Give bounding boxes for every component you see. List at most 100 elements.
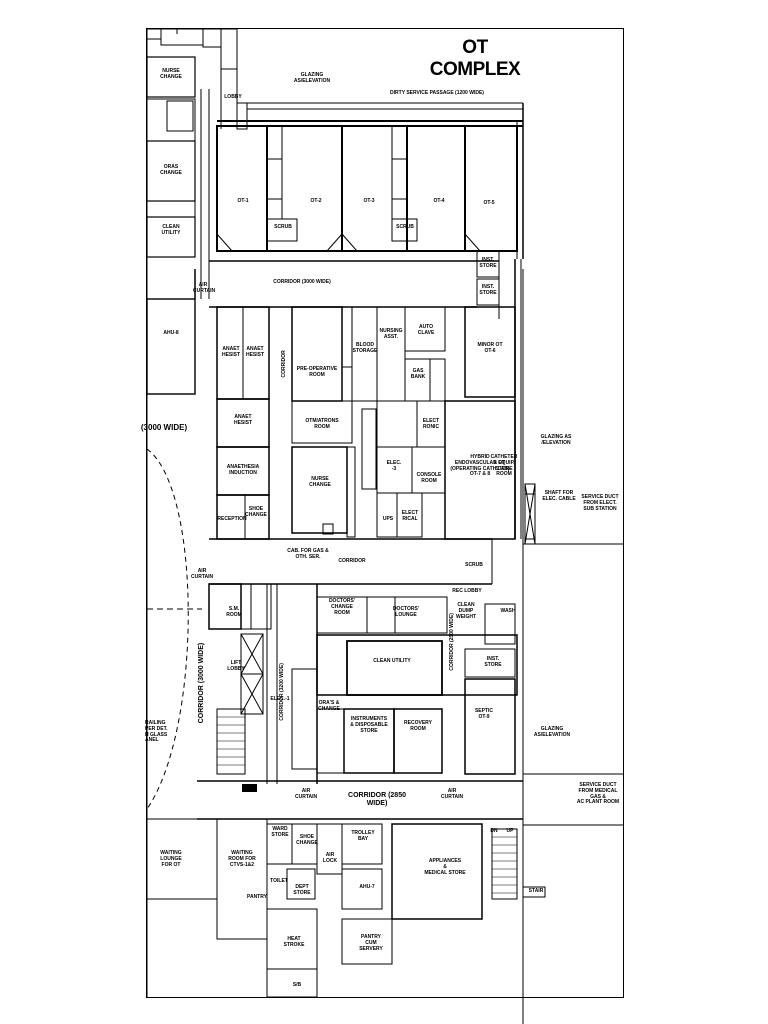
label-dirty-passage: DIRTY SERVICE PASSAGE (1200 WIDE) [390,90,484,96]
label-corridor-vert-1: CORRIDOR [281,350,288,378]
room-outline [376,400,418,448]
label-glazing-right: GLAZING AS /ELEVATION [540,434,572,446]
room-outline [341,918,393,965]
label-corridor-2850: CORRIDOR (2850 WIDE) [348,792,406,808]
label-anaesthesia-1: ANAET HESIST [221,346,241,358]
label-inst-store-2: INST. STORE [479,284,497,296]
label-instruments-store: INSTRUMENTS & DISPOSABLE STORE [350,716,388,734]
room-outline [341,823,383,865]
wall [341,233,358,252]
label-elec-3: ELEC. -3 [386,460,402,472]
label-stair: STAIR [528,888,544,894]
room-outline [376,306,406,402]
room-outline [391,218,418,242]
label-pre-op: PRE-OPERATIVE ROOM [296,366,338,378]
room-outline [146,98,196,142]
label-console-room: CONSOLE ROOM [416,472,442,484]
room-outline [146,28,162,40]
room-outline [266,158,283,200]
label-dept-store: DEPT STORE [293,884,311,896]
label-nurse-change-top: NURSE CHANGE [160,68,182,80]
label-scrub-2: SCRUB [396,224,414,230]
label-clean-utility: CLEAN UTILITY [373,658,411,664]
room-outline [396,492,423,538]
room-outline [464,678,516,775]
label-ot1: OT-1 [237,198,249,204]
page-title: OT COMPLEX [429,37,521,80]
label-sm-room: S.M. ROOM [226,606,242,618]
room-outline [286,868,316,900]
label-toilet: TOILET [270,878,288,884]
label-gas-bank: GAS BANK [410,368,426,380]
label-auto-clave: AUTO CLAVE [417,324,435,336]
label-appliances-store: APPLIANCES & MEDICAL STORE [424,858,466,876]
label-air-curtain-4: AIR CURTAIN [441,788,464,800]
label-railing: RAILING PER DET. H GLASS ANEL [145,720,168,744]
label-pantry-cum-servery: PANTRY CUM SERVERY [359,934,383,952]
label-elec-1: ELEC.-1 [270,696,290,702]
label-air-curtain-1: AIR CURTAIN [193,282,216,294]
label-waiting-lounge: WAITING LOUNGE FOR OT [160,850,182,868]
label-inst-store-1: INST. STORE [479,257,497,269]
room-outline [266,218,298,242]
room-outline [291,306,343,402]
curved-boundary [146,448,189,810]
label-minor-ot: MINOR OT OT-6 [477,342,503,354]
label-trolley-bay: TROLLEY BAY [351,830,375,842]
room-outline [394,596,448,634]
room-outline [411,446,446,494]
room-outline [484,603,516,645]
label-wash: WASH [500,608,516,614]
label-corridor-2500-vert: CORRIDOR (2500 WIDE) [449,613,456,671]
room-outline [361,408,377,490]
label-blood-storage: BLOOD STORAGE [352,342,378,354]
clean-utility-outline [346,640,443,696]
label-shoe-change-2: SHOE CHANGE [296,834,318,846]
room-outline [266,968,318,998]
room-outline [291,446,348,534]
label-nursing-asst: NURSING ASST. [379,328,403,340]
drawing-sheet: OT COMPLEX GLAZING AS/ELEVATION DIRTY SE… [141,28,624,1024]
label-service-duct-2: SERVICE DUCT FROM MEDICAL GAS & AC PLANT… [576,782,620,806]
wall [240,633,264,675]
label-ahu8: AHU-8 [163,330,179,336]
label-lift-lobby: LIFT LOBBY [227,660,245,672]
room-outline [391,158,408,200]
room-outline [464,306,516,398]
label-scrub-1: SCRUB [274,224,292,230]
room-outline [316,708,345,774]
room-outline [146,216,196,258]
label-electrical: ELECT RICAL [401,510,419,522]
stair [491,828,518,900]
label-corridor-3000-left: (3000 WIDE) [140,423,188,432]
label-septic-ot: SEPTIC OT-9 [474,708,494,720]
label-inst-store-3: INST. STORE [484,656,502,668]
room-outline [393,708,443,774]
room-outline [464,648,516,678]
label-ups: UPS [382,516,394,522]
label-air-curtain-2: AIR CURTAIN [191,568,214,580]
label-ward-store: WARD STORE [271,826,289,838]
label-doctors-change: DOCTORS' CHANGE ROOM [328,598,356,616]
label-reception: RECEPTION [217,516,247,522]
label-dn: DN [490,828,498,834]
label-anaesthesia-2: ANAET HESIST [245,346,265,358]
label-oras-change: ORAS CHANGE [160,164,182,176]
label-ot5: OT-5 [483,200,495,206]
label-sb: S/B [292,982,302,988]
wall [326,233,343,252]
label-shaft: SHAFT FOR ELEC. CABLE [542,490,576,502]
label-ahu7: AHU-7 [359,884,375,890]
stair-tag [522,886,546,898]
stair [216,708,246,775]
label-scrub-3: SCRUB [465,562,483,568]
label-service-duct-1: SERVICE DUCT FROM ELECT. SUB STATION [581,494,619,512]
label-anaesthesia-induction: ANAETHESIA INDUCTION [226,464,260,476]
floor-plan [146,28,623,1024]
label-glazing-top: GLAZING AS/ELEVATION [293,72,331,84]
label-up: UP [506,828,514,834]
label-anaesthesia-3: ANAET HESIST [233,414,253,426]
label-recovery: RECOVERY ROOM [404,720,432,732]
label-air-lock: AIR LOCK [322,852,338,864]
room-outline [160,28,204,46]
